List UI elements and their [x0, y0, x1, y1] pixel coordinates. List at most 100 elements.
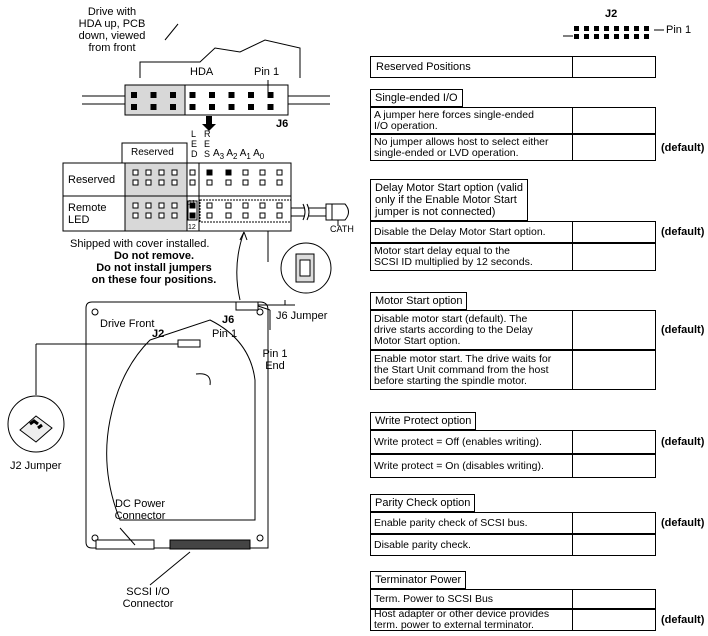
pin1-top-label: Pin 1	[254, 66, 280, 78]
j2-header-pin	[604, 26, 609, 31]
j6-top-pin	[248, 92, 254, 98]
option-row	[370, 609, 656, 631]
j6-top-pin	[209, 104, 215, 110]
option-row-divider	[572, 310, 573, 350]
option-description-line: A jumper here forces single-ended	[374, 108, 534, 121]
reserved-positions-label: Reserved Positions	[376, 61, 471, 73]
option-description-line: Term. Power to SCSI Bus	[374, 592, 494, 605]
j6-drive-label: J6	[222, 314, 235, 326]
col-address-labels: A3 A2 A1 A0	[213, 148, 265, 161]
col-led-l: L	[191, 129, 197, 139]
warn-line-3: on these four positions.	[91, 274, 217, 286]
j6-table-pin	[189, 179, 196, 186]
option-row	[370, 134, 656, 161]
col-a3-letter: A	[213, 148, 220, 159]
row-reserved-label: Reserved	[68, 174, 116, 186]
j2-header-pin	[584, 26, 589, 31]
j6-table-pin	[132, 169, 139, 176]
hda-caption-line-3: down, viewed	[78, 30, 146, 42]
j2-header-pin	[574, 34, 579, 39]
option-row	[370, 310, 656, 350]
down-arrow	[202, 116, 216, 131]
j6-table-pin	[242, 202, 249, 209]
option-row-divider	[572, 243, 573, 271]
option-row-divider	[572, 107, 573, 134]
j6-top-pin	[170, 92, 176, 98]
led-symbol	[291, 203, 349, 226]
option-row-divider	[572, 512, 573, 534]
j6-jumper-label: J6 Jumper	[276, 310, 328, 322]
section-header: Terminator Power	[370, 571, 467, 589]
j6-table-pin	[259, 212, 266, 219]
section-header-line: Delay Motor Start option (valid	[375, 182, 523, 194]
j2-header-pin	[614, 34, 619, 39]
j2-header-pin	[634, 34, 639, 39]
j6-table-pin	[145, 169, 152, 176]
j2-header-pin	[614, 26, 619, 31]
j6-table-pin	[242, 169, 249, 176]
pin1-end-line-1: Pin 1	[262, 348, 288, 360]
j2-header-pin	[644, 34, 649, 39]
j6-table-pin	[225, 202, 232, 209]
j6-top-pin	[170, 104, 176, 110]
option-description-line: before starting the spindle motor.	[374, 374, 527, 387]
scsi-io-line-1: SCSI I/O	[126, 586, 170, 598]
remote-led-group	[199, 199, 292, 223]
option-description-line: the Start Unit command from the host	[374, 363, 549, 376]
option-description-line: SCSI ID multiplied by 12 seconds.	[374, 256, 533, 268]
j6-top-pin	[189, 92, 196, 98]
default-label: (default)	[661, 324, 705, 336]
section-header: Parity Check option	[370, 494, 476, 512]
bottom-connectors	[95, 539, 251, 550]
row-remote-label-2: LED	[68, 214, 90, 226]
section-header: Write Protect option	[370, 412, 477, 430]
default-label: (default)	[661, 614, 705, 626]
reserved-positions-row: Reserved Positions	[370, 56, 656, 78]
default-label: (default)	[661, 436, 705, 448]
j6-top-pin	[209, 92, 215, 98]
pin-11-label: 11	[188, 200, 196, 207]
option-row	[370, 454, 656, 478]
option-row	[370, 350, 656, 390]
section-header: Single-ended I/O	[370, 89, 463, 107]
dc-power-line-1: DC Power	[114, 498, 166, 510]
j2-title: J2	[605, 8, 618, 20]
pin1-drive-label: Pin 1	[212, 328, 238, 340]
j2-drive-label: J2	[152, 328, 165, 340]
col-res-r: R	[204, 129, 211, 139]
j6-table-pin	[242, 212, 249, 219]
option-description-line: Motor Start option.	[374, 334, 461, 347]
section-header-line: Parity Check option	[375, 497, 471, 509]
section-header-line: Terminator Power	[375, 574, 462, 586]
option-description-line: No jumper allows host to select either	[374, 135, 549, 148]
j6-top-pin	[228, 92, 235, 98]
j6-table-pin	[259, 169, 266, 176]
default-label: (default)	[661, 226, 705, 238]
option-row	[370, 589, 656, 609]
dc-power-line-2: Connector	[114, 510, 166, 522]
j6-top-pin	[189, 104, 196, 110]
j6-table-pin	[132, 202, 139, 209]
option-description-line: single-ended or LVD operation.	[374, 146, 519, 159]
option-description-line: term. power to external terminator.	[374, 619, 534, 631]
j6-top-pin	[267, 92, 274, 98]
j6-top-pin	[228, 104, 235, 110]
option-row	[370, 430, 656, 454]
option-row-divider	[572, 350, 573, 390]
col-a2-sub: 2	[233, 152, 238, 161]
option-description-line: Enable motor start. The drive waits for	[374, 352, 552, 365]
j6-table-pin	[171, 169, 178, 176]
col-a0-sub: 0	[259, 152, 265, 161]
option-row-divider	[572, 454, 573, 478]
j6-table-pin	[206, 179, 213, 186]
col-led-e: E	[191, 139, 198, 149]
j6-top-pins	[131, 92, 274, 110]
reserved-header: Reserved	[131, 147, 174, 158]
j6-top-label: J6	[276, 118, 289, 130]
j6-table-pin	[158, 179, 165, 186]
option-description-line: Enable parity check of SCSI bus.	[374, 516, 528, 529]
pointer-lines	[236, 231, 269, 301]
section-header-line: only if the Enable Motor Start	[375, 194, 517, 206]
hda-label: HDA	[190, 66, 214, 78]
